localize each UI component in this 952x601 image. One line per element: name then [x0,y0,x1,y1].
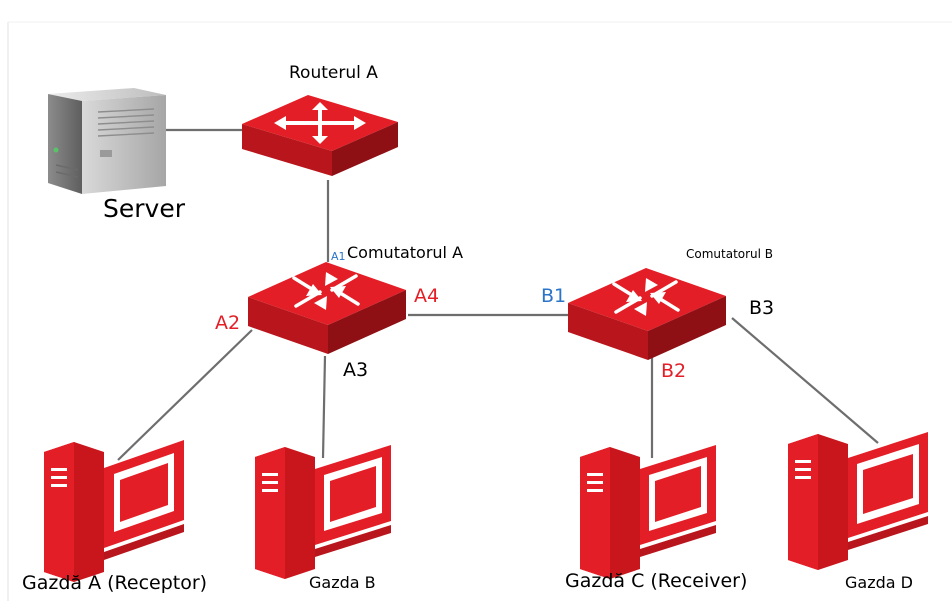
switch-a-icon [248,262,406,354]
port-b3-label: B3 [749,297,775,319]
switch-a-label: Comutatorul A [347,243,464,262]
port-a2-label: A2 [215,312,241,334]
link-a3-host-b [321,355,327,459]
host-d-computer-icon [788,432,928,570]
host-b-computer-icon [255,445,391,579]
host-c-computer-icon [580,445,716,579]
links [117,128,879,461]
port-b2-label: B2 [661,360,687,382]
port-a1-label: A1 [331,250,346,263]
host-c-label: Gazdă C (Receiver) [565,570,748,592]
server-label: Server [103,194,185,223]
host-b-label: Gazda B [309,573,376,592]
port-a3-label: A3 [343,359,369,381]
switch-b-label: Comutatorul B [686,247,774,261]
router-label: Routerul A [289,63,378,83]
host-a-label: Gazdă A (Receptor) [22,572,208,594]
host-d-label: Gazda D [845,573,913,592]
link-a2-host-a [117,329,253,461]
router-icon [242,95,398,176]
host-a-computer-icon [44,440,184,582]
port-a4-label: A4 [414,285,440,307]
port-b1-label: B1 [541,285,567,307]
switch-b-icon [568,268,726,360]
link-b3-host-d [731,317,879,444]
server-icon [48,88,166,194]
